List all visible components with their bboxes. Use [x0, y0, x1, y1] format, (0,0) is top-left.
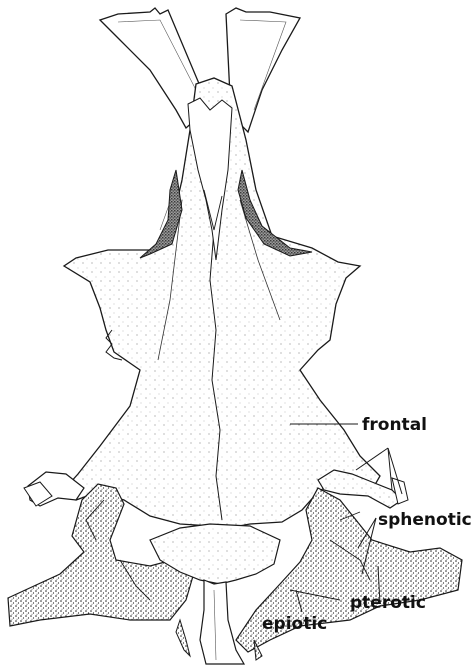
- pterotic-label: pterotic: [350, 593, 426, 613]
- frontal-bone: [60, 78, 380, 528]
- frontal-label: frontal: [362, 415, 427, 435]
- sphenotic-label: sphenotic: [378, 510, 472, 530]
- epiotic-label: epiotic: [262, 614, 327, 634]
